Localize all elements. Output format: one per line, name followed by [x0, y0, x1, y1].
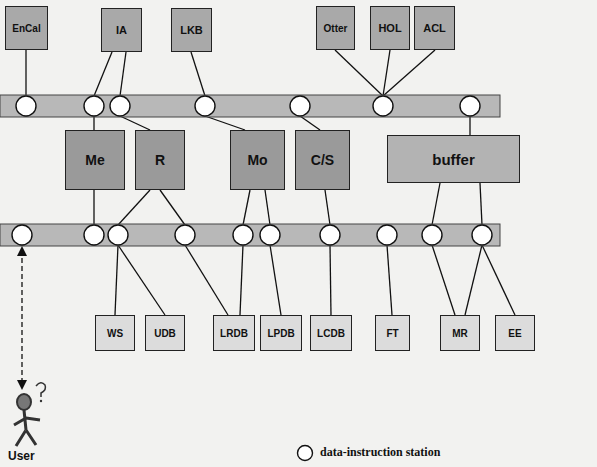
box-label: Otter [324, 23, 348, 34]
user-label: User [8, 449, 35, 463]
box-label: LCDB [317, 328, 345, 339]
box-label: Me [85, 152, 104, 168]
module-box: EnCal [5, 6, 48, 50]
legend-text: data-instruction station [320, 445, 440, 460]
module-box: IA [101, 8, 142, 52]
module-box: WS [95, 315, 135, 351]
module-box: LCDB [310, 315, 352, 351]
legend-swatch [296, 444, 314, 462]
box-label: LRDB [220, 328, 248, 339]
module-box: UDB [145, 315, 185, 351]
module-box: MR [440, 315, 480, 351]
box-label: FT [386, 328, 398, 339]
module-box: ACL [414, 6, 455, 50]
box-label: LPDB [267, 328, 294, 339]
box-label: Mo [247, 152, 267, 168]
box-label: IA [116, 24, 127, 36]
box-label: EnCal [12, 23, 40, 34]
module-box: LRDB [213, 315, 255, 351]
box-label: C/S [311, 152, 334, 168]
module-box: Otter [316, 6, 355, 50]
box-label: LKB [180, 24, 203, 36]
box-label: R [155, 152, 165, 168]
box-label: HOL [378, 22, 401, 34]
module-box: R [135, 130, 185, 190]
box-label: ACL [423, 22, 446, 34]
module-box: EE [495, 315, 535, 351]
module-box: buffer [387, 135, 520, 183]
module-box: FT [375, 315, 410, 351]
box-label: MR [452, 328, 468, 339]
box-label: buffer [432, 151, 475, 168]
module-box: LPDB [260, 315, 302, 351]
module-box: Mo [230, 130, 285, 190]
module-box: HOL [370, 6, 410, 50]
module-box: LKB [171, 8, 212, 52]
box-label: UDB [154, 328, 176, 339]
box-label: WS [107, 328, 123, 339]
module-box: Me [65, 130, 125, 190]
module-box: C/S [295, 130, 350, 190]
box-label: EE [508, 328, 521, 339]
